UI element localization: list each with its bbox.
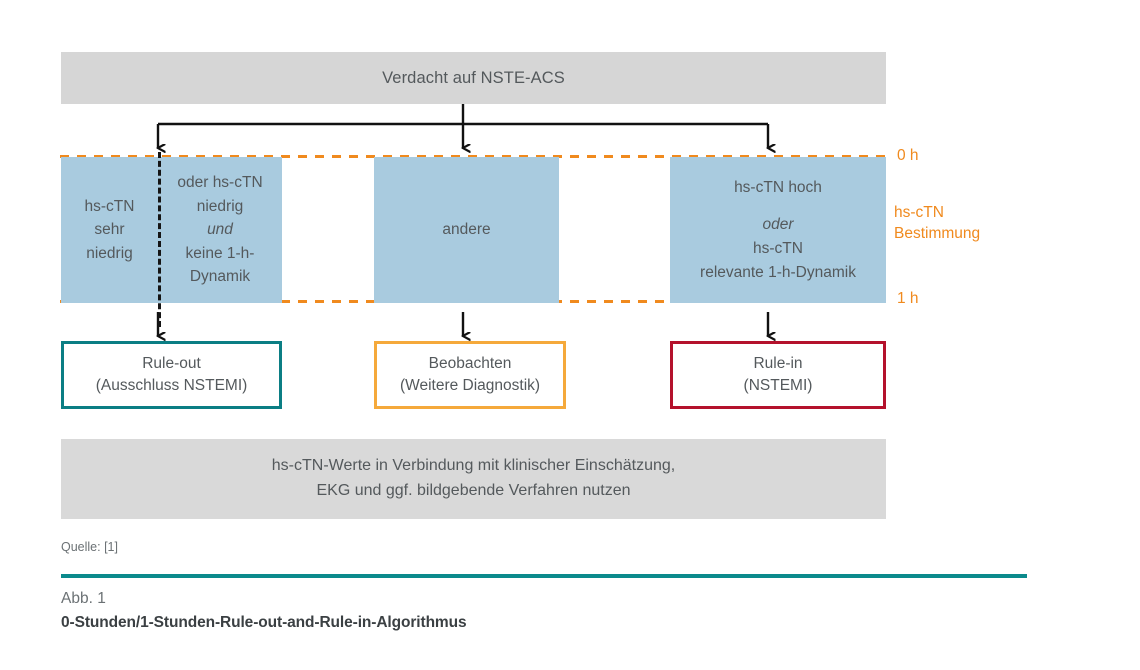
decision-line: relevante 1-h-Dynamik	[700, 263, 856, 281]
decision-box-other: andere	[374, 157, 559, 303]
decision-line: keine 1-h-	[185, 244, 255, 262]
timeline-label-0h: 0 h	[897, 147, 919, 164]
source-label: Quelle: [1]	[61, 540, 118, 554]
note-box: hs-cTN-Werte in Verbindung mit klinische…	[61, 439, 886, 519]
decision-line-italic: oder	[762, 216, 794, 234]
note-line-2: EKG und ggf. bildgebende Verfahren nutze…	[316, 482, 631, 499]
timeline-label-measurement: hs-cTN Bestimmung	[894, 203, 980, 245]
outcome-box-rule-in: Rule-in (NSTEMI)	[670, 341, 886, 409]
decision-line-italic: und	[207, 221, 233, 239]
decision-line: oder hs-cTN	[177, 174, 263, 192]
decision-line: niedrig	[196, 197, 244, 215]
timeline-measurement-line2: Bestimmung	[894, 224, 981, 242]
figure-title: 0-Stunden/1-Stunden-Rule-out-and-Rule-in…	[61, 614, 467, 631]
note-line-1: hs-cTN-Werte in Verbindung mit klinische…	[271, 457, 676, 475]
outcome-title: Rule-out	[142, 355, 201, 372]
suspicion-box: Verdacht auf NSTE-ACS	[61, 52, 886, 104]
decision-line: hs-cTN hoch	[734, 178, 822, 196]
decision-line: niedrig	[86, 244, 133, 262]
outcome-title: Rule-in	[753, 355, 803, 372]
decision-line: Dynamik	[189, 268, 251, 286]
timeline-label-1h: 1 h	[897, 290, 919, 307]
decision-box-divider	[158, 152, 161, 327]
decision-box-high: hs-cTN hoch oder hs-cTN relevante 1-h-Dy…	[670, 157, 886, 303]
suspicion-box-label: Verdacht auf NSTE-ACS	[382, 68, 565, 87]
outcome-title: Beobachten	[428, 355, 512, 372]
decision-box-very-low: hs-cTN sehr niedrig	[61, 157, 158, 303]
outcome-box-rule-out: Rule-out (Ausschluss NSTEMI)	[61, 341, 282, 409]
decision-line: hs-cTN	[84, 197, 135, 215]
decision-line: sehr	[94, 221, 125, 239]
decision-box-low-no-dynamic: oder hs-cTN niedrig und keine 1-h- Dynam…	[158, 157, 282, 303]
outcome-box-observe: Beobachten (Weitere Diagnostik)	[374, 341, 566, 409]
decision-box-low-group: hs-cTN sehr niedrig oder hs-cTN niedrig …	[61, 157, 282, 303]
outcome-subtitle: (NSTEMI)	[743, 377, 813, 394]
timeline-0h-line	[60, 155, 890, 158]
decision-line: andere	[442, 221, 491, 239]
timeline-measurement-line1: hs-cTN	[894, 204, 944, 221]
footer-divider	[61, 574, 1027, 578]
decision-line: hs-cTN	[753, 240, 803, 257]
outcome-subtitle: (Weitere Diagnostik)	[399, 377, 541, 394]
outcome-subtitle: (Ausschluss NSTEMI)	[95, 377, 248, 394]
figure-number: Abb. 1	[61, 590, 106, 607]
